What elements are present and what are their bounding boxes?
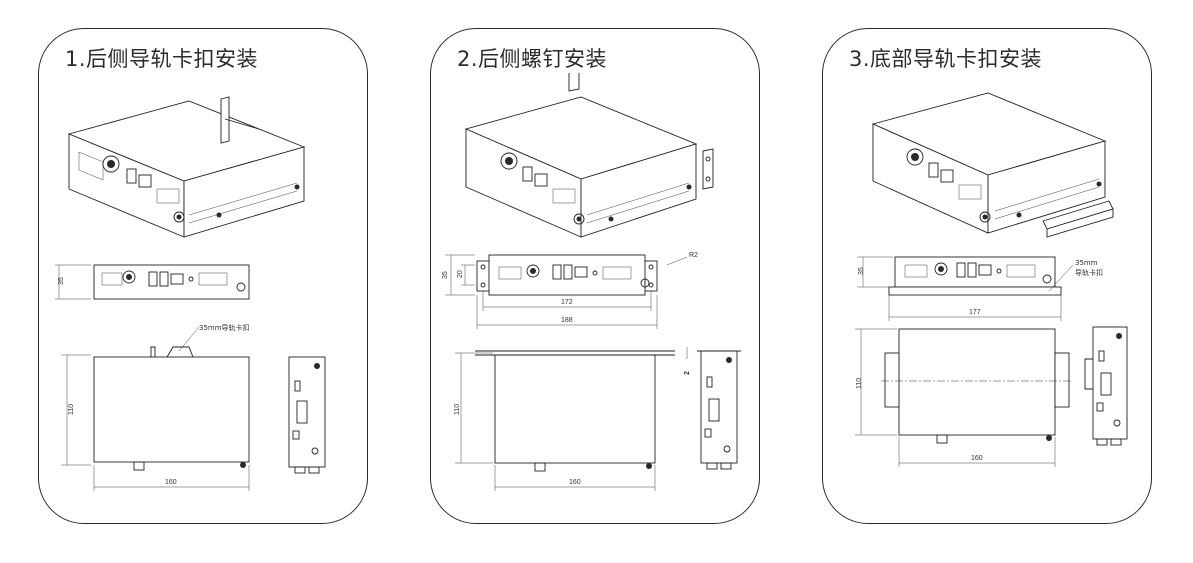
panel-rear-rail-clip: 1.后侧导轨卡扣安装 <box>38 28 368 524</box>
side-view <box>697 350 741 470</box>
drawing-bottom-rail-clip: 35 177 35mm 导轨卡扣 110 160 <box>855 92 1128 467</box>
panel-title: 2.后侧螺钉安装 <box>457 43 612 73</box>
top-width-label: 160 <box>165 479 177 486</box>
side-view <box>1084 326 1128 446</box>
gap-label: 2 <box>684 371 691 375</box>
rail-clip-note-line2: 导轨卡扣 <box>1075 268 1103 277</box>
top-view: 2 110 160 <box>454 347 691 491</box>
drawing-rear-screw: 35 20 R2 172 188 2 <box>442 64 741 491</box>
outer-height-label: 35 <box>442 271 449 279</box>
front-height-label: 35 <box>58 277 65 285</box>
isometric-device-view <box>67 96 306 238</box>
isometric-device-view <box>464 64 714 238</box>
top-view: 110 160 <box>855 328 1073 467</box>
front-view: 35 <box>55 264 250 300</box>
top-height-label: 110 <box>856 378 863 389</box>
top-width-label: 160 <box>971 455 983 462</box>
drawing-rear-rail-clip: 35 35mm导轨卡扣 110 160 <box>55 96 326 491</box>
top-view: 110 160 <box>61 346 250 491</box>
radius-label: R2 <box>689 252 698 259</box>
inner-height-label: 20 <box>457 270 464 278</box>
front-view: 35 20 R2 172 188 <box>442 252 698 329</box>
outer-width-label: 188 <box>561 317 573 324</box>
panel-rear-screw: 2.后侧螺钉安装 <box>430 28 760 524</box>
panel-title: 1.后侧导轨卡扣安装 <box>65 43 263 73</box>
front-view: 35 177 35mm 导轨卡扣 <box>857 256 1103 321</box>
rail-clip-note-label: 35mm导轨卡扣 <box>199 323 250 332</box>
top-height-label: 110 <box>454 404 461 415</box>
side-view <box>288 356 326 474</box>
panel-title: 3.底部导轨卡扣安装 <box>849 43 1047 73</box>
front-height-label: 35 <box>858 267 865 275</box>
inner-width-label: 172 <box>561 299 573 306</box>
isometric-device-view <box>871 92 1114 238</box>
panel-bottom-rail-clip: 3.底部导轨卡扣安装 <box>822 28 1152 524</box>
rail-clip-note-line1: 35mm <box>1075 259 1098 267</box>
top-height-label: 110 <box>68 404 75 415</box>
rail-clip-note: 35mm导轨卡扣 <box>178 323 250 352</box>
top-width-label: 160 <box>569 479 581 486</box>
rail-width-label: 177 <box>969 309 981 316</box>
